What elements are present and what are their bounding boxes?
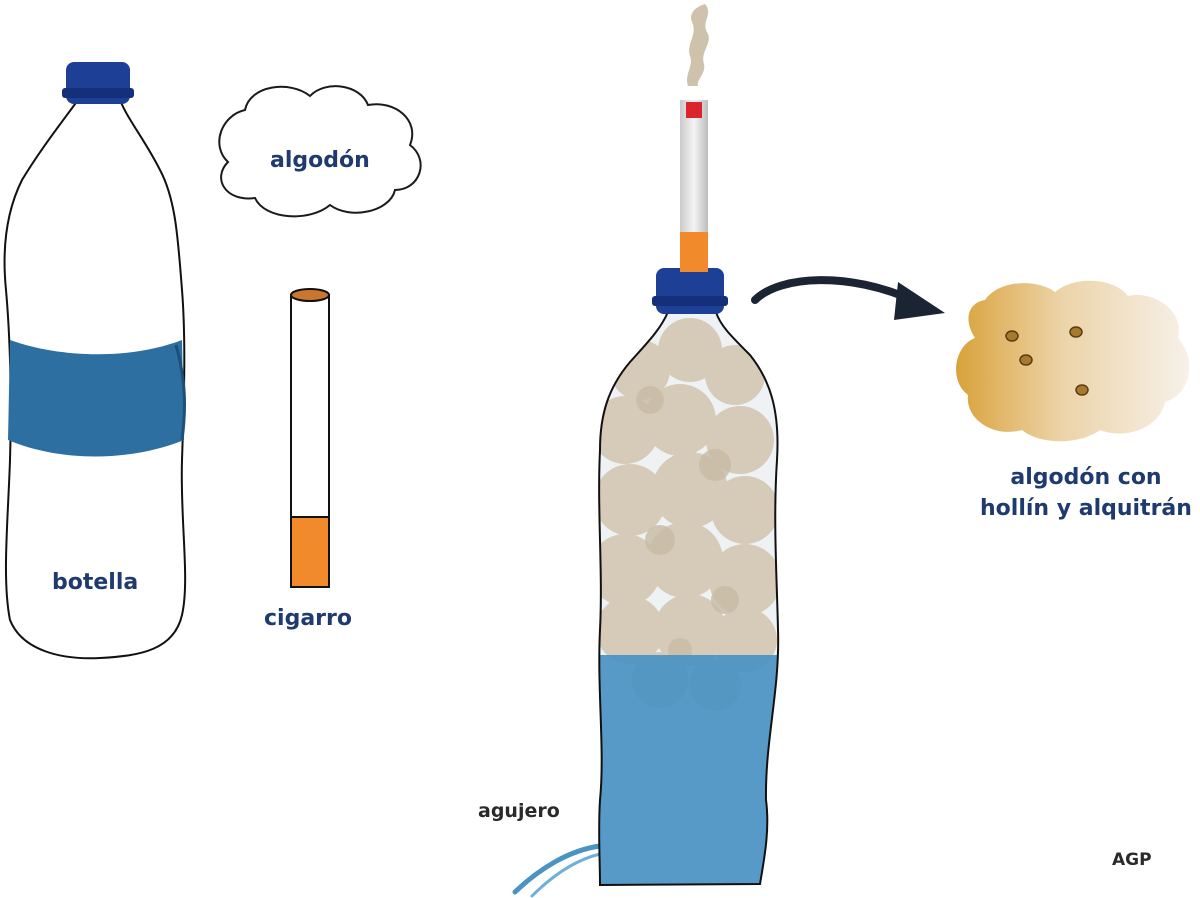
result-label: algodón con hollín y alquitrán	[980, 462, 1192, 524]
bottle-label: botella	[52, 570, 139, 595]
bottle-illustration	[3, 62, 187, 660]
bottle-label-band	[8, 340, 184, 457]
smoke	[687, 4, 709, 86]
cigarette-filter	[290, 516, 330, 588]
cotton-label: algodón	[270, 148, 370, 173]
water-stream	[512, 843, 603, 895]
process-arrow	[751, 276, 945, 320]
result-label-line1: algodón con	[1010, 465, 1162, 490]
tar-spots	[1005, 326, 1089, 396]
lit-cigarette	[680, 4, 709, 272]
stained-cotton	[956, 280, 1190, 442]
filter-bottle-cap	[656, 268, 724, 314]
cigarette-illustration	[290, 288, 330, 588]
cigarette-label: cigarro	[264, 606, 352, 631]
water-level	[599, 655, 779, 885]
ember	[686, 102, 702, 118]
filter-bottle	[512, 268, 780, 898]
hole-label: agujero	[478, 800, 560, 822]
cotton-cloud	[218, 85, 422, 218]
result-label-line2: hollín y alquitrán	[980, 496, 1192, 521]
cigarette-filter-inserted	[680, 232, 708, 272]
credit-label: AGP	[1112, 850, 1152, 870]
